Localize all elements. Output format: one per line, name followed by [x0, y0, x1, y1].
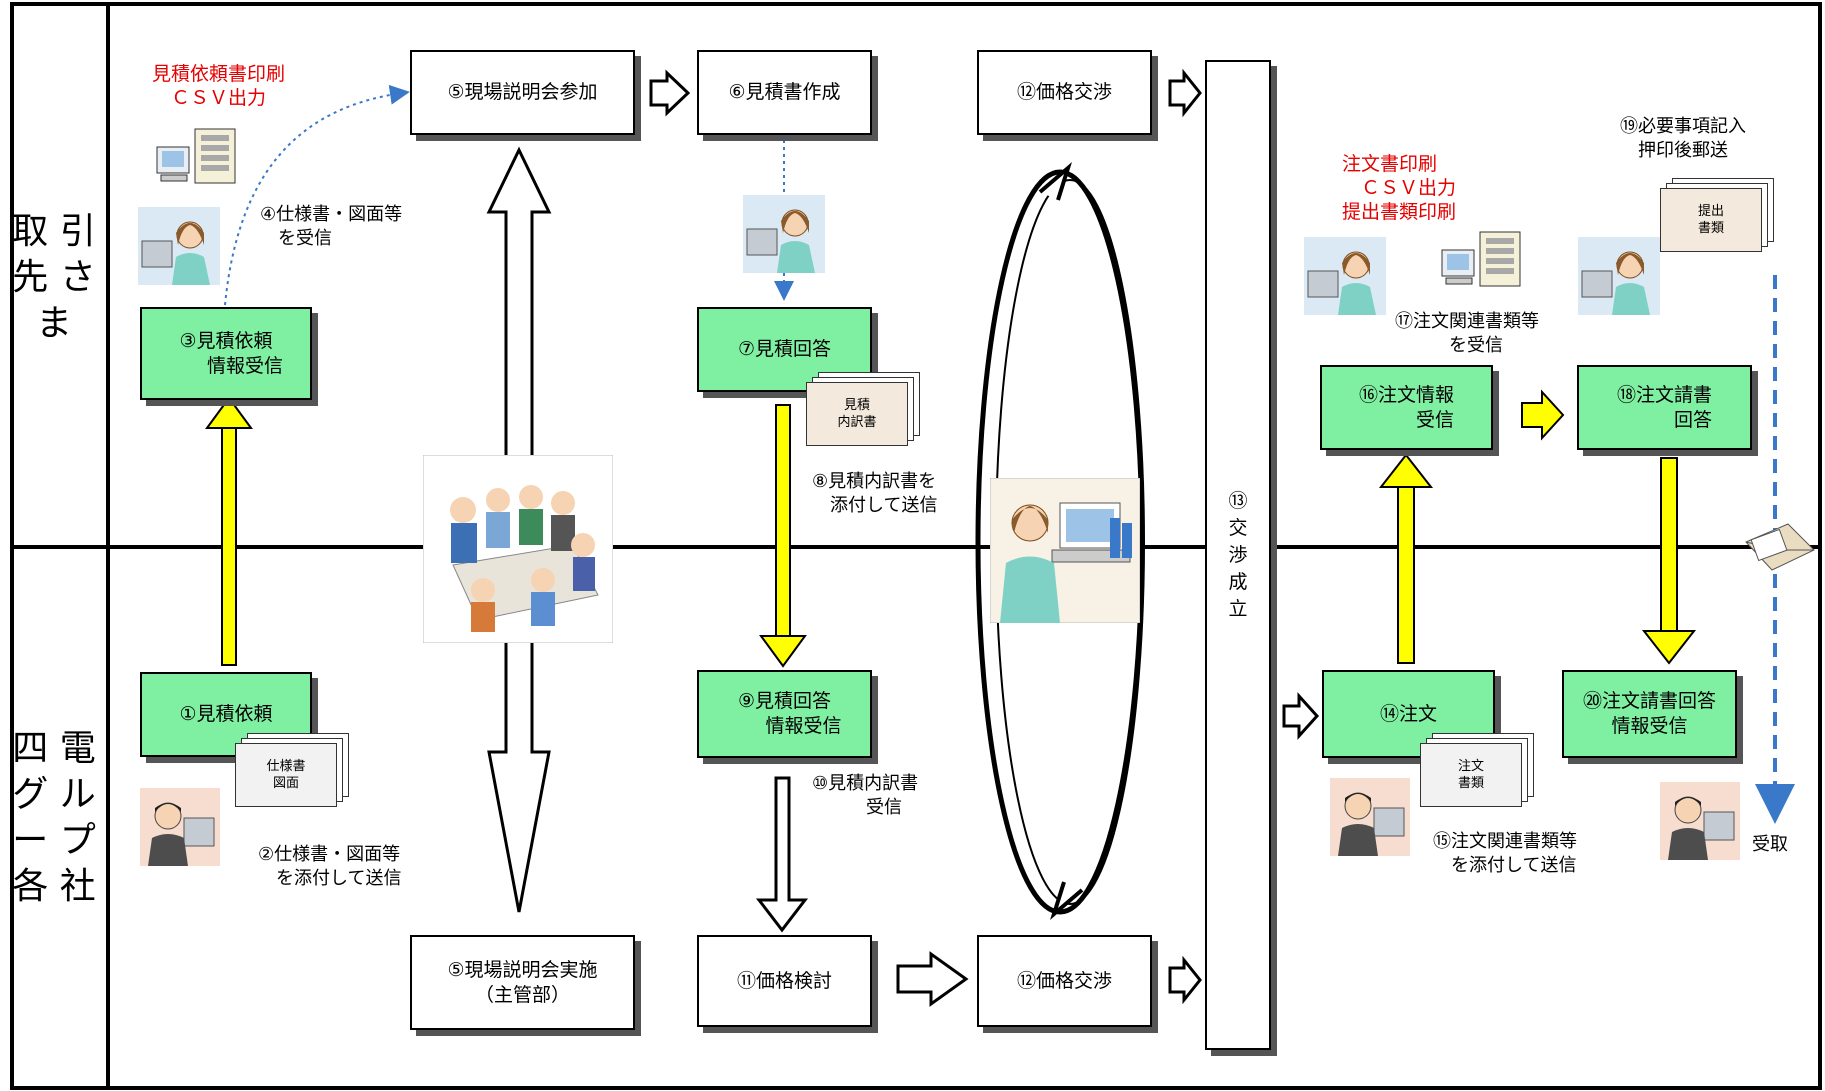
- step-3-estimate-info-receive: ③見積依頼 情報受信: [140, 307, 312, 400]
- document-submission: 提出 書類: [1660, 178, 1774, 252]
- document-estimate-breakdown-label: 見積 内訳書: [806, 382, 908, 446]
- white-arrow-b11-to-b12: [896, 951, 969, 1007]
- white-arrow-b10-down: [755, 776, 809, 933]
- step-12-price-negotiation-top: ⑫価格交渉: [977, 50, 1152, 135]
- step-18-order-acknowledgment-reply: ⑱注文請書 回答: [1577, 365, 1752, 450]
- client-staff-icon: [1578, 237, 1660, 315]
- label-17-receive-order-docs: ⑰注文関連書類等 を受信: [1395, 311, 1539, 356]
- company-staff-icon: [1660, 782, 1740, 860]
- client-staff-icon: [743, 195, 825, 273]
- step-5-site-briefing-hold: ⑤現場説明会実施 （主管部）: [410, 935, 635, 1030]
- client-staff-icon: [1304, 237, 1386, 315]
- client-staff-icon: [138, 207, 220, 285]
- document-estimate-breakdown: 見積 内訳書: [806, 372, 920, 446]
- red-label-order-print: 注文書印刷 ＣＳＶ出力 提出書類印刷: [1342, 153, 1457, 223]
- dotted-arrow-estimate-request-print: [224, 84, 410, 306]
- label-15-send-order-docs: ⑮注文関連書類等 を添付して送信: [1433, 831, 1577, 876]
- label-19-mail-after-seal: ⑲必要事項記入 押印後郵送: [1620, 116, 1746, 161]
- yellow-arrow-b18-to-b20: [1641, 457, 1697, 665]
- company-staff-icon: [140, 788, 220, 866]
- lane-label-client: 取 引 先 さ ま: [12, 210, 96, 344]
- step-20-acknowledgment-info-receive: ⑳注文請書回答 情報受信: [1562, 670, 1737, 758]
- yellow-arrow-b16-to-b18: [1521, 389, 1565, 441]
- phone-negotiation-icon: [990, 478, 1140, 623]
- document-order-label: 注文 書類: [1420, 743, 1522, 807]
- label-10-receive-breakdown: ⑩見積内訳書 受信: [812, 773, 919, 818]
- step-9-reply-info-receive: ⑨見積回答 情報受信: [697, 670, 872, 758]
- label-8-send-breakdown: ⑧見積内訳書を 添付して送信: [812, 471, 938, 516]
- step-11-price-review: ⑪価格検討: [697, 935, 872, 1027]
- white-arrow-b5-to-b6: [649, 69, 691, 117]
- document-order: 注文 書類: [1420, 733, 1534, 807]
- step-14-order: ⑭注文: [1322, 670, 1495, 758]
- company-staff-icon: [1330, 778, 1410, 856]
- white-arrow-b12-top-to-b13: [1168, 68, 1202, 118]
- document-spec-drawing-label: 仕様書 図面: [235, 743, 337, 807]
- label-2-send-specs: ②仕様書・図面等 を添付して送信: [258, 844, 402, 889]
- step-13-negotiation-concluded: ⑬ 交 渉 成 立: [1205, 60, 1271, 1050]
- label-receive: 受取: [1752, 834, 1788, 855]
- yellow-arrow-b14-to-b16: [1378, 453, 1434, 664]
- step-16-order-info-receive: ⑯注文情報 受信: [1320, 365, 1493, 450]
- lane-label-yonden-group: 四 電 グ ル ー プ 各 社: [12, 727, 96, 907]
- yellow-arrow-b1-to-b3: [205, 396, 253, 666]
- mail-envelope-icon: [1745, 523, 1815, 571]
- document-submission-label: 提出 書類: [1660, 188, 1762, 252]
- document-spec-drawing: 仕様書 図面: [235, 733, 349, 807]
- step-13-label: ⑬ 交 渉 成 立: [1228, 489, 1248, 620]
- yellow-arrow-b7-to-b9: [759, 404, 807, 668]
- white-arrow-b12-bottom-to-b13: [1168, 955, 1202, 1005]
- white-arrow-b13-to-b14: [1282, 692, 1320, 740]
- meeting-illustration-icon: [423, 455, 613, 643]
- step-7-estimate-reply: ⑦見積回答: [697, 307, 872, 392]
- red-label-estimate-print: 見積依頼書印刷 ＣＳＶ出力: [152, 63, 286, 109]
- step-5-site-briefing-attend: ⑤現場説明会参加: [410, 50, 635, 135]
- computer-icon: [156, 128, 236, 184]
- computer-icon: [1441, 231, 1521, 287]
- step-12-price-negotiation-bottom: ⑫価格交渉: [977, 935, 1152, 1027]
- label-4-receive-specs: ④仕様書・図面等 を受信: [260, 204, 403, 249]
- step-6-estimate-creation: ⑥見積書作成: [697, 50, 872, 135]
